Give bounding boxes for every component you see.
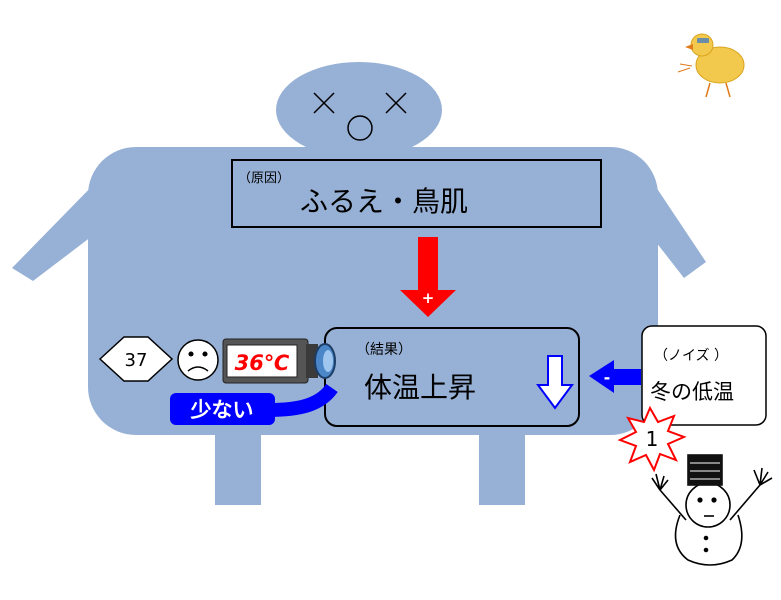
down-arrow-icon (536, 355, 574, 410)
noise-small-label: （ノイズ ） (654, 348, 728, 364)
shortfall-badge: 少ない (170, 393, 275, 425)
setpoint-diamond: 37 (98, 336, 174, 382)
chick-icon (677, 33, 745, 98)
cause-box: （原因） ふるえ・鳥肌 (231, 159, 602, 228)
body-head (276, 62, 442, 158)
explosion-icon: 1 (617, 405, 687, 473)
minus-arrow: - (589, 360, 641, 393)
explosion-number: 1 (646, 427, 659, 451)
noise-box: （ノイズ ） 冬の低温 (641, 325, 767, 426)
result-small-label: （結果） (356, 342, 412, 358)
minus-sign: - (604, 368, 611, 387)
cause-small-label: （原因） (238, 171, 290, 186)
shortfall-connector (267, 383, 338, 417)
setpoint-value: 37 (125, 350, 148, 371)
plus-sign: + (422, 289, 435, 307)
plus-arrow: + (400, 237, 456, 317)
shortfall-label: 少ない (190, 398, 254, 422)
cause-main-label: ふるえ・鳥肌 (300, 185, 468, 218)
dead-face-icon (313, 92, 407, 141)
thermometer-reading: 36℃ (235, 351, 290, 375)
thermometer-icon: 36℃ (222, 338, 336, 384)
body-silhouette (12, 62, 706, 505)
snowman-icon (651, 454, 773, 566)
result-main-label: 体温上昇 (364, 371, 476, 404)
noise-main-label: 冬の低温 (650, 380, 734, 404)
result-box: （結果） 体温上昇 (324, 327, 580, 427)
sad-face-icon (177, 339, 219, 381)
